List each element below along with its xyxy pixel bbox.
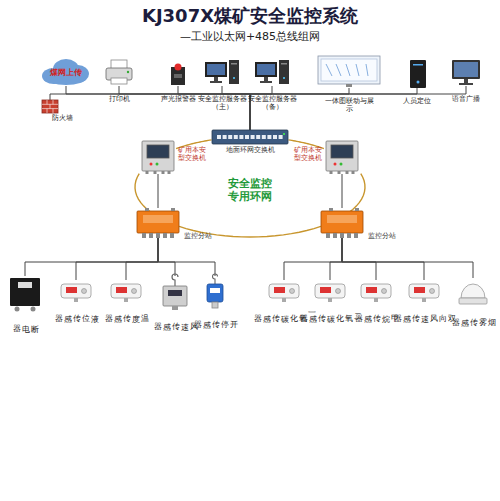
ring-network-link: [135, 174, 365, 237]
device-illustration: [168, 62, 188, 86]
device-illustration: [319, 208, 365, 238]
node-label: 安全监控服务器（主）: [197, 95, 247, 111]
node-label: 甲烷传感器: [354, 308, 399, 309]
node-label: 煤网上传: [40, 56, 92, 86]
mine-switch: 矿用本安型交换机: [325, 140, 359, 174]
bus-wire: [76, 238, 158, 280]
bus-wire: [158, 238, 215, 276]
node-label: 打印机: [94, 95, 144, 103]
node-label: 防火墙: [52, 114, 86, 122]
node-label: 声光报警器: [153, 95, 203, 103]
device-illustration: [8, 276, 42, 312]
device-illustration: [141, 140, 175, 174]
device-illustration: [60, 280, 92, 302]
device-illustration: [135, 208, 181, 238]
alarm-icon: 声光报警器: [168, 62, 188, 86]
server-icon: 安全监控服务器（主）: [205, 60, 239, 86]
node-label: 安全监控服务器（备）: [247, 95, 297, 111]
node-label: 语音广播: [441, 95, 491, 103]
subtitle: —工业以太网+485总线组网: [150, 30, 350, 43]
device-illustration: [458, 278, 488, 306]
node-label: 监控分站: [368, 232, 408, 240]
diagram-title: KJ307X煤矿安全监控系统: [0, 4, 500, 28]
node-label: 温度传感器: [104, 308, 149, 309]
bus-wire: [66, 86, 250, 130]
node-label: 开停传感器: [193, 314, 238, 315]
bus-wire: [342, 238, 473, 278]
device-illustration: [404, 60, 430, 88]
bus-wire: [126, 238, 158, 280]
device-illustration: [268, 280, 300, 302]
firewall-icon: 防火墙: [42, 100, 58, 113]
mine-switch: 矿用本安型交换机: [141, 140, 175, 174]
node-label: 矿用本安型交换机: [292, 146, 322, 162]
device-illustration: [204, 276, 226, 308]
sensor-device: 二氧化碳传感器: [314, 280, 346, 302]
node-label: 液位传感器: [54, 308, 99, 309]
bus-wire: [50, 94, 250, 130]
device-illustration: [110, 280, 142, 302]
device-illustration: [205, 60, 239, 86]
device-illustration: [314, 280, 346, 302]
bus-wire: [158, 174, 159, 208]
server-icon: 安全监控服务器（备）: [255, 60, 289, 86]
bus-wire: [342, 238, 376, 280]
device-illustration: [318, 56, 380, 88]
cloud-icon: 煤网上传: [40, 56, 92, 86]
node-label: 风速传感器: [153, 316, 198, 317]
ring-label: 安全监控专用环网: [226, 177, 274, 203]
bus-wire: [284, 238, 342, 280]
sensor-device: 烟雾传感器: [458, 278, 488, 306]
device-illustration: [360, 280, 392, 302]
bus-wire: [158, 238, 175, 276]
sensor-device: 一氧化碳传感器: [268, 280, 300, 302]
monitor-substation: 监控分站: [319, 208, 365, 238]
node-label: 一体图联动与展示: [324, 97, 374, 113]
device-illustration: [255, 60, 289, 86]
bus-wire: [119, 86, 250, 130]
node-label: 人员定位: [392, 97, 442, 105]
sensor-device: 风速传感器: [160, 276, 190, 310]
device-illustration: [408, 280, 440, 302]
device-illustration: [212, 130, 288, 144]
display-icon: 一体图联动与展示: [318, 56, 380, 88]
bus-wire: [330, 238, 342, 280]
device-illustration: [325, 140, 359, 174]
device-illustration: [160, 276, 190, 310]
sensor-device: 温度传感器: [110, 280, 142, 302]
sensor-device: 开停传感器: [204, 276, 226, 308]
ring-switch: 地面环网交换机: [212, 130, 288, 144]
bus-wire: [178, 86, 250, 130]
computer-icon: 人员定位: [404, 60, 430, 88]
bus-wire: [25, 238, 158, 276]
sensor-device: 双向风速传感器: [408, 280, 440, 302]
device-illustration: [103, 58, 135, 86]
node-label: 监控分站: [184, 232, 224, 240]
bus-wire: [342, 238, 424, 280]
power-relay: 断电器: [8, 276, 42, 312]
device-illustration: [452, 60, 480, 86]
node-label: 二氧化碳传感器: [299, 308, 362, 309]
node-label: 地面环网交换机: [210, 146, 290, 154]
node-label: 矿用本安型交换机: [178, 146, 208, 162]
sensor-device: 液位传感器: [60, 280, 92, 302]
node-label: 断电器: [12, 318, 39, 319]
node-label: 烟雾传感器: [451, 312, 496, 313]
node-label: 双向风速传感器: [393, 308, 456, 309]
computer-icon: 语音广播: [452, 60, 480, 86]
bus-wire: [342, 174, 343, 208]
sensor-device: 甲烷传感器: [360, 280, 392, 302]
printer-icon: 打印机: [103, 58, 135, 86]
monitor-substation: 监控分站: [135, 208, 181, 238]
device-illustration: [42, 100, 58, 113]
